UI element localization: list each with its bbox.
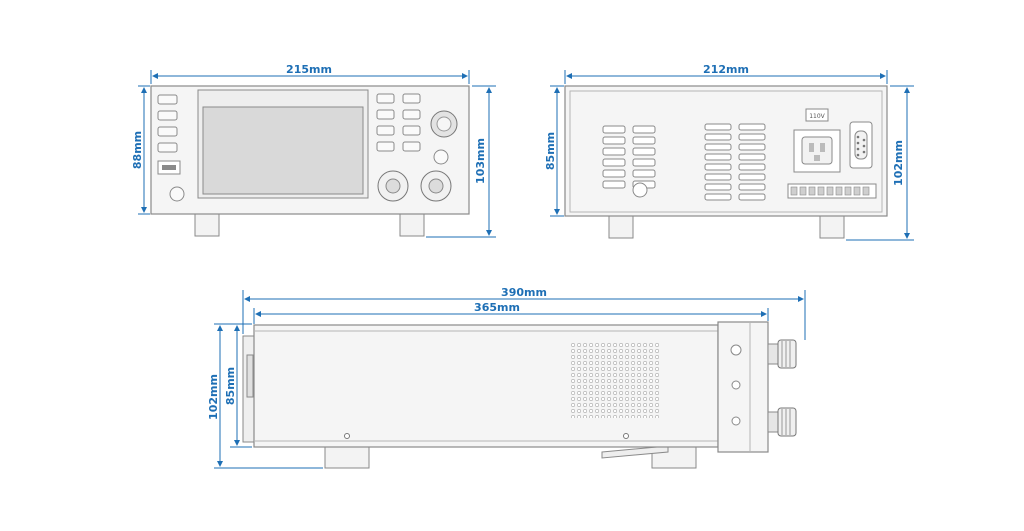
side-view: 390mm 365mm 102mm 85mm (207, 286, 806, 469)
front-view: 215mm 88mm 103mm (131, 63, 496, 238)
rear-body-height-label: 85mm (544, 132, 557, 170)
rear-foot-left (608, 215, 634, 239)
front-total-height-label: 103mm (474, 138, 487, 184)
front-foot-left (194, 213, 220, 237)
binding-post-top-icon (767, 339, 797, 369)
tilt-stand (601, 445, 669, 459)
binding-post-bottom-icon (767, 407, 797, 437)
rear-view: 110V 212mm 85mm 10 (544, 63, 914, 241)
display-screen (202, 106, 364, 195)
rear-center-vent (704, 123, 766, 201)
voltage-selector-label: 110V (809, 113, 825, 120)
side-total-length-label: 390mm (501, 286, 547, 299)
side-body-height-label: 85mm (224, 367, 237, 405)
side-body-length-label: 365mm (474, 301, 520, 314)
voltage-selector (805, 108, 829, 122)
side-vent-holes (570, 342, 660, 418)
side-total-height-label: 102mm (207, 374, 220, 420)
screw-icon (623, 433, 629, 439)
side-front-section (717, 321, 769, 453)
power-button-icon (169, 186, 185, 202)
rear-foot-right (819, 215, 845, 239)
rear-total-height-label: 102mm (892, 140, 905, 186)
screw-icon (344, 433, 350, 439)
side-foot-front (324, 445, 370, 469)
front-left-buttons (157, 94, 178, 153)
front-key-grid (376, 93, 421, 152)
rear-width-label: 212mm (703, 63, 749, 76)
small-indicator-icon (433, 149, 449, 165)
front-body-height-label: 88mm (131, 131, 144, 169)
front-foot-right (399, 213, 425, 237)
fan-icon (632, 182, 648, 198)
front-width-label: 215mm (286, 63, 332, 76)
